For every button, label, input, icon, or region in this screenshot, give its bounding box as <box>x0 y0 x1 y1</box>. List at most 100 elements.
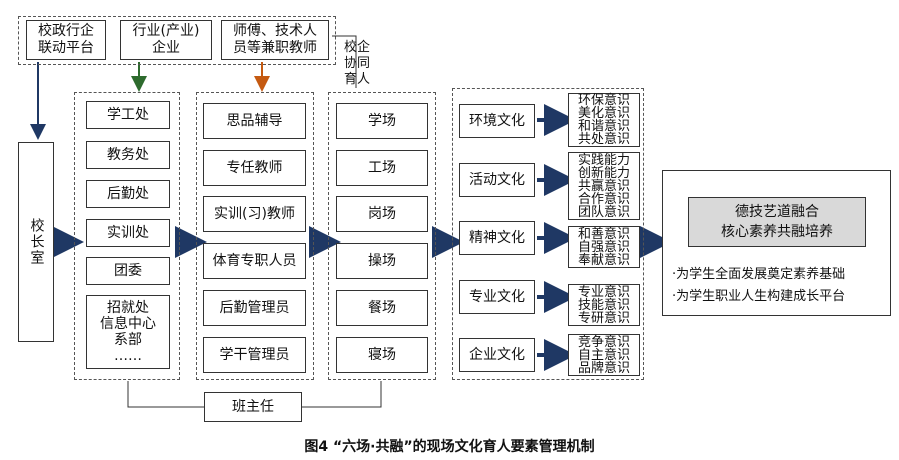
awareness-label: 专业意识 <box>577 284 630 300</box>
awareness-label: 美化意识 <box>577 106 630 121</box>
awareness-label: 和谐意识 <box>577 119 630 134</box>
culture-box: 活动文化 <box>459 163 535 197</box>
class-teacher-box: 班主任 <box>204 392 302 422</box>
masters-box: 师傅、技术人 员等兼职教师 <box>221 20 329 60</box>
staff-label: 学干管理员 <box>219 346 290 363</box>
dept-more-label: …… <box>114 348 142 364</box>
dept-label: 学工处 <box>107 106 149 123</box>
staff-box: 学干管理员 <box>203 337 306 373</box>
dept-box: 实训处 <box>86 219 170 247</box>
principal-box: 校长室 <box>18 142 54 342</box>
culture-box: 环境文化 <box>459 104 535 138</box>
venue-box: 操场 <box>336 243 428 279</box>
awareness-label: 创新能力 <box>577 165 630 181</box>
awareness-label: 团队意识 <box>577 204 630 220</box>
staff-box: 思品辅导 <box>203 103 306 139</box>
platform-box: 校政行企 联动平台 <box>26 20 106 60</box>
collab-line3: 育人 <box>343 72 370 87</box>
awareness-label: 自强意识 <box>577 239 630 255</box>
industry-line2: 企业 <box>152 40 180 56</box>
staff-label: 后勤管理员 <box>219 299 290 316</box>
figure-caption: 图4 “六场·共融”的现场文化育人要素管理机制 <box>304 439 595 455</box>
staff-label: 体育专职人员 <box>212 252 297 269</box>
goal-bullet: ·为学生全面发展奠定素养基础 <box>672 267 846 282</box>
awareness-label: 共赢意识 <box>577 178 630 194</box>
venue-box: 餐场 <box>336 290 428 326</box>
dept-more-label: 系部 <box>114 332 142 348</box>
dept-box: 后勤处 <box>86 180 170 208</box>
venues-group <box>328 92 436 380</box>
venue-box: 寝场 <box>336 337 428 373</box>
culture-box: 精神文化 <box>459 221 535 255</box>
awareness-box: 竞争意识 自主意识 品牌意识 <box>568 334 640 376</box>
platform-line1: 校政行企 <box>38 23 94 39</box>
staff-label: 思品辅导 <box>226 112 283 129</box>
staff-box: 后勤管理员 <box>203 290 306 326</box>
awareness-box: 和善意识 自强意识 奉献意识 <box>568 226 640 268</box>
dept-label: 实训处 <box>107 224 149 241</box>
dept-more-box: 招就处 信息中心 系部 …… <box>86 295 170 369</box>
awareness-label: 环保意识 <box>577 93 630 108</box>
goal-bullet: ·为学生职业人生构建成长平台 <box>672 289 846 304</box>
dept-box: 团委 <box>86 257 170 285</box>
awareness-label: 和善意识 <box>577 226 630 242</box>
masters-line2: 员等兼职教师 <box>233 40 317 56</box>
venue-box: 岗场 <box>336 196 428 232</box>
venue-label: 操场 <box>368 252 396 269</box>
venue-label: 寝场 <box>368 346 396 363</box>
collab-line1: 校企 <box>343 40 370 55</box>
staff-label: 实训(习)教师 <box>214 205 295 222</box>
top-group <box>18 16 336 65</box>
awareness-box: 环保意识 美化意识 和谐意识 共处意识 <box>568 93 640 147</box>
cultures-group <box>452 88 644 380</box>
collab-line2: 协同 <box>343 56 370 71</box>
goal-line2: 核心素养共融培养 <box>721 224 833 240</box>
departments-group <box>74 92 180 380</box>
culture-box: 专业文化 <box>459 280 535 314</box>
industry-line1: 行业(产业) <box>132 23 200 39</box>
bracket-collab <box>332 35 357 88</box>
staff-box: 体育专职人员 <box>203 243 306 279</box>
venue-box: 学场 <box>336 103 428 139</box>
awareness-label: 奉献意识 <box>577 252 630 268</box>
venue-label: 工场 <box>368 159 396 176</box>
venue-label: 学场 <box>368 112 396 129</box>
goal-line1: 德技艺道融合 <box>735 204 819 220</box>
collab-label: 校企 协同 育人 <box>340 40 374 88</box>
dept-box: 教务处 <box>86 141 170 169</box>
industry-box: 行业(产业) 企业 <box>120 20 212 60</box>
goal-core-box: 德技艺道融合 核心素养共融培养 <box>688 197 866 247</box>
awareness-label: 共处意识 <box>577 132 630 147</box>
class-teacher-label: 班主任 <box>232 398 274 415</box>
staff-label: 专任教师 <box>226 159 283 176</box>
staff-box: 专任教师 <box>203 150 306 186</box>
dept-box: 学工处 <box>86 101 170 129</box>
masters-line1: 师傅、技术人 <box>233 23 317 39</box>
platform-line2: 联动平台 <box>38 40 94 56</box>
staff-box: 实训(习)教师 <box>203 196 306 232</box>
awareness-label: 竞争意识 <box>577 334 630 350</box>
goal-bullets: ·为学生全面发展奠定素养基础 ·为学生职业人生构建成长平台 <box>672 264 886 308</box>
culture-label: 活动文化 <box>469 171 525 188</box>
venue-label: 岗场 <box>368 205 396 222</box>
culture-label: 专业文化 <box>469 288 525 305</box>
awareness-label: 专研意识 <box>577 310 630 326</box>
venue-label: 餐场 <box>368 299 396 316</box>
dept-more-label: 信息中心 <box>100 316 156 332</box>
dept-label: 后勤处 <box>107 185 149 202</box>
dept-label: 团委 <box>114 262 142 279</box>
principal-label: 校长室 <box>28 218 45 266</box>
dept-more-label: 招就处 <box>107 300 149 316</box>
awareness-label: 自主意识 <box>577 347 630 363</box>
culture-label: 环境文化 <box>469 112 525 129</box>
venue-box: 工场 <box>336 150 428 186</box>
awareness-label: 合作意识 <box>577 191 630 207</box>
culture-label: 企业文化 <box>469 346 525 363</box>
awareness-box: 实践能力 创新能力 共赢意识 合作意识 团队意识 <box>568 152 640 220</box>
culture-label: 精神文化 <box>469 229 525 246</box>
staff-group <box>196 92 314 380</box>
culture-box: 企业文化 <box>459 338 535 372</box>
dept-label: 教务处 <box>107 146 149 163</box>
awareness-label: 品牌意识 <box>577 360 630 376</box>
